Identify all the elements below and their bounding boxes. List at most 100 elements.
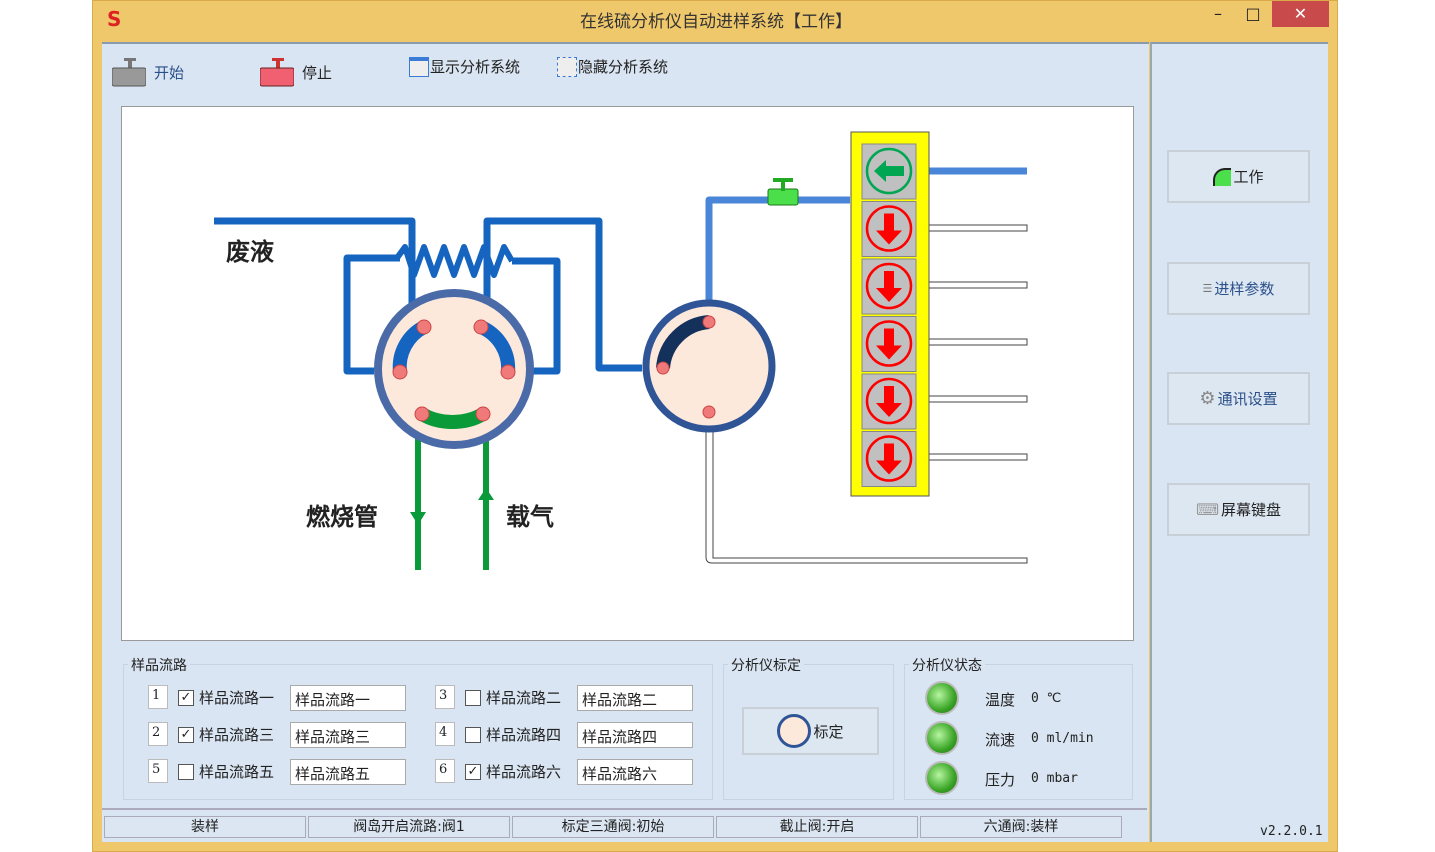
- stream-label: 样品流路六: [486, 763, 562, 781]
- start-label: 开始: [154, 63, 185, 82]
- show-system-button[interactable]: 显示分析系统: [409, 56, 520, 77]
- status-label: 温度: [985, 691, 1016, 709]
- stream-name-input[interactable]: 样品流路五: [290, 759, 406, 785]
- analyzer-status-group: 分析仪状态 温度 0 ℃ 流速 0 ml/min 压力 0 mbar: [904, 655, 1133, 800]
- pipe-elbow-icon: [1213, 167, 1232, 186]
- status-led-icon: [925, 761, 959, 795]
- stream-number: 6: [435, 759, 455, 783]
- app-window: S 在线硫分析仪自动进样系统【工作】 – □ ✕ 开始 停止 显示分析系统 隐藏…: [92, 0, 1338, 852]
- stream-number: 3: [435, 685, 455, 709]
- stream-number: 2: [148, 722, 168, 746]
- calibrate-button[interactable]: 标定: [742, 707, 879, 755]
- outlet-pipe: [705, 196, 850, 301]
- version-label: v2.2.0.1: [1260, 824, 1323, 839]
- analyzer-status-title: 分析仪状态: [909, 655, 985, 675]
- stream-checkbox[interactable]: ✓: [178, 690, 194, 706]
- stream-checkbox[interactable]: [465, 690, 481, 706]
- stream-checkbox[interactable]: [465, 727, 481, 743]
- statusbar-cell: 装样: [104, 816, 306, 838]
- selector-button-1[interactable]: [861, 143, 917, 200]
- stream-name-input[interactable]: 样品流路四: [577, 722, 693, 748]
- white-pipe: [705, 430, 1028, 564]
- stream-name-input[interactable]: 样品流路三: [290, 722, 406, 748]
- window-icon: [409, 56, 429, 77]
- comm-label: 通讯设置: [1217, 390, 1278, 408]
- sample-streams-title: 样品流路: [128, 655, 190, 675]
- selector-outlet-2: [919, 224, 1028, 232]
- comm-settings-button[interactable]: ⚙通讯设置: [1167, 372, 1310, 425]
- valve-icon: [777, 714, 812, 748]
- close-button[interactable]: ✕: [1272, 1, 1329, 27]
- arrow-down-icon: [876, 328, 902, 360]
- stream-checkbox[interactable]: [178, 764, 194, 780]
- waste-pipe: [214, 217, 416, 307]
- status-value: 0 mbar: [1031, 771, 1078, 786]
- selector-button-5[interactable]: [861, 373, 917, 430]
- params-label: 进样参数: [1214, 280, 1275, 298]
- three-way-valve: [642, 299, 776, 433]
- green-valve-icon: [767, 178, 799, 206]
- statusbar-cell: 六通阀:装样: [920, 816, 1122, 838]
- stream-label: 样品流路五: [199, 763, 275, 781]
- stream-checkbox[interactable]: ✓: [178, 727, 194, 743]
- selector-button-4[interactable]: [861, 316, 917, 372]
- selector-button-2[interactable]: [861, 201, 917, 257]
- stream-number: 1: [148, 685, 168, 709]
- divider: [102, 808, 1147, 810]
- window-title: 在线硫分析仪自动进样系统【工作】: [580, 12, 852, 32]
- statusbar-cell: 标定三通阀:初始: [512, 816, 714, 838]
- keyboard-icon: ⌨: [1195, 500, 1220, 519]
- valve-red-icon: [260, 58, 294, 87]
- combustion-tube-label: 燃烧管: [306, 502, 378, 531]
- screen-keyboard-button[interactable]: ⌨屏幕键盘: [1167, 483, 1310, 536]
- arrow-down-icon: [876, 271, 902, 302]
- start-button[interactable]: 开始: [112, 56, 184, 88]
- analysis-diagram: 废液 燃烧管 载气: [121, 106, 1134, 641]
- keyboard-label: 屏幕键盘: [1221, 501, 1282, 519]
- stream-label: 样品流路二: [486, 689, 562, 707]
- numbered-list-icon: ☰: [1202, 282, 1213, 295]
- calibration-title: 分析仪标定: [728, 655, 804, 675]
- status-value: 0 ml/min: [1031, 731, 1094, 746]
- minimize-button[interactable]: –: [1214, 4, 1222, 23]
- calibrate-label: 标定: [813, 722, 844, 741]
- stream-label: 样品流路四: [486, 726, 562, 744]
- hide-system-label: 隐藏分析系统: [578, 58, 669, 76]
- stream-number: 5: [148, 759, 168, 783]
- stream-name-input[interactable]: 样品流路六: [577, 759, 693, 785]
- selector-outlet-5: [919, 395, 1028, 403]
- left-loop-pipe: [343, 254, 400, 375]
- stop-label: 停止: [302, 63, 333, 82]
- up-arrow-icon: [478, 488, 494, 500]
- sample-streams-group: 样品流路 1 ✓ 样品流路一 样品流路一 3 样品流路二 样品流路二 2 ✓ 样品流…: [123, 655, 713, 800]
- waste-label: 废液: [226, 237, 274, 266]
- valve-gray-icon: [112, 58, 146, 87]
- carrier-gas-label: 载气: [506, 502, 554, 531]
- sidebar: 工作 ☰进样参数 ⚙通讯设置 ⌨屏幕键盘 v2.2.0.1: [1150, 42, 1328, 842]
- selector-button-6[interactable]: [861, 431, 917, 487]
- sample-params-button[interactable]: ☰进样参数: [1167, 262, 1310, 315]
- arrow-down-icon: [876, 213, 902, 245]
- coil-pipe: [394, 244, 515, 278]
- work-label: 工作: [1233, 168, 1264, 186]
- status-led-icon: [925, 681, 959, 715]
- status-value: 0 ℃: [1031, 691, 1062, 706]
- stream-label: 样品流路三: [199, 726, 275, 744]
- status-label: 压力: [985, 771, 1016, 789]
- down-arrow-icon: [410, 512, 426, 525]
- stop-button[interactable]: 停止: [260, 56, 332, 88]
- maximize-button[interactable]: □: [1245, 4, 1261, 23]
- calibration-group: 分析仪标定 标定: [723, 655, 894, 800]
- selector-button-3[interactable]: [861, 258, 917, 315]
- hide-system-button[interactable]: 隐藏分析系统: [557, 56, 668, 77]
- stream-name-input[interactable]: 样品流路二: [577, 685, 693, 711]
- main-panel: 开始 停止 显示分析系统 隐藏分析系统: [102, 42, 1149, 842]
- stream-label: 样品流路一: [199, 689, 275, 707]
- selector-outlet-6: [919, 453, 1028, 461]
- show-system-label: 显示分析系统: [430, 58, 521, 76]
- work-button[interactable]: 工作: [1167, 150, 1310, 203]
- selector-outlet-3: [919, 281, 1028, 289]
- arrow-down-icon: [876, 386, 902, 417]
- stream-name-input[interactable]: 样品流路一: [290, 685, 406, 711]
- stream-checkbox[interactable]: ✓: [465, 764, 481, 780]
